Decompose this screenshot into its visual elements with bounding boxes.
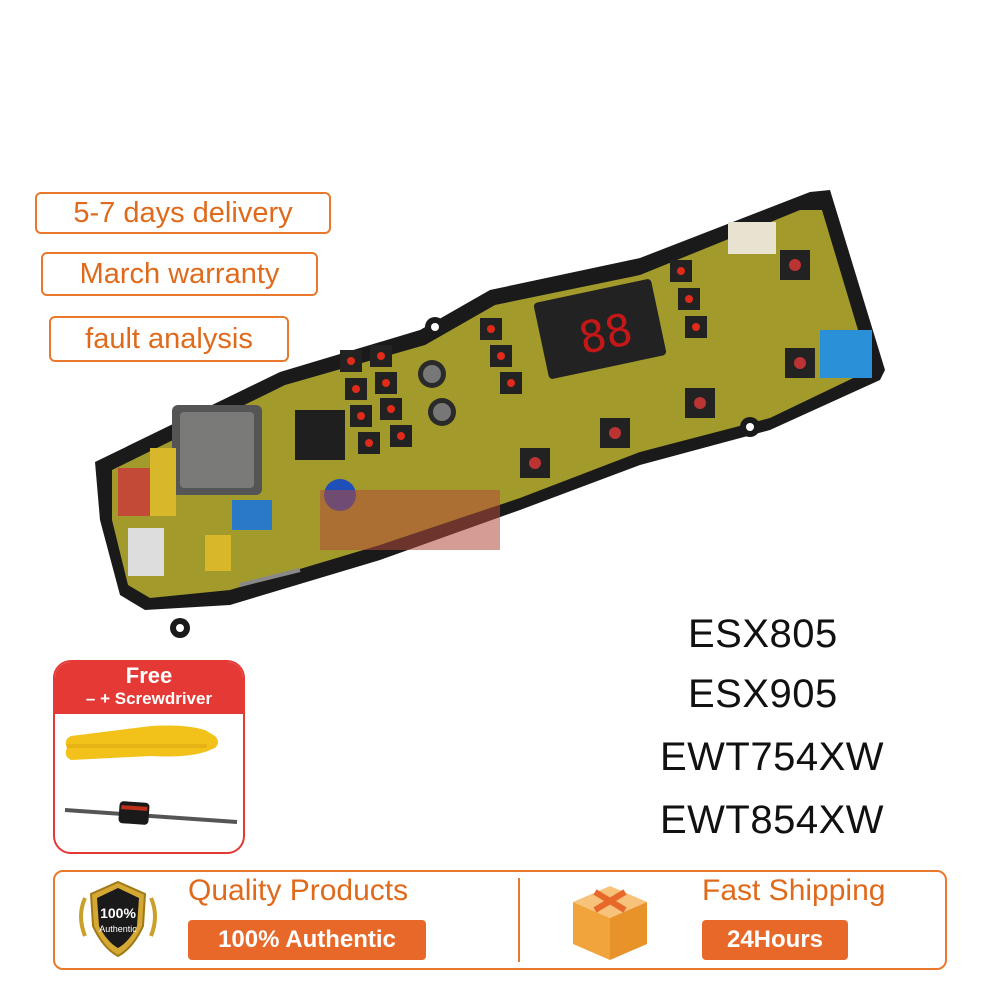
delivery-badge: 5-7 days delivery <box>35 192 331 234</box>
fault-analysis-badge: fault analysis <box>49 316 289 362</box>
seal-label: Authentic <box>99 924 137 934</box>
screwdriver-icon <box>64 725 238 825</box>
circuit-board-image: 88 <box>95 190 885 638</box>
led-display <box>533 279 667 379</box>
model-number: ESX805 <box>688 612 838 656</box>
free-screwdriver-promo: Free – + Screwdriver <box>53 660 245 854</box>
seal-percent: 100% <box>100 905 136 921</box>
tactile-switches <box>520 250 815 478</box>
promo-title: Free <box>125 663 173 688</box>
authentic-seal-icon: 100% Authentic <box>79 880 157 958</box>
quality-title: Quality Products <box>188 874 409 907</box>
divider <box>518 878 520 962</box>
promo-header: Free – + Screwdriver <box>55 662 243 714</box>
model-number: ESX905 <box>688 672 838 716</box>
shipping-pill: 24Hours <box>702 920 848 960</box>
model-number: EWT754XW <box>660 735 885 779</box>
connector-white-left <box>128 528 164 576</box>
connector-blue-left <box>232 500 272 530</box>
feature-banner: 100% Authentic Quality Products 100% Aut… <box>53 870 947 970</box>
connector-white-right <box>728 222 776 254</box>
shipping-title: Fast Shipping <box>702 874 886 907</box>
model-number: EWT854XW <box>660 798 885 842</box>
promo-subtitle: – + Screwdriver <box>85 689 213 708</box>
shipping-box-icon <box>573 886 647 960</box>
display-digits: 88 <box>575 304 637 365</box>
warranty-badge: March warranty <box>41 252 318 296</box>
connector-blue-right <box>820 330 872 378</box>
authentic-pill: 100% Authentic <box>188 920 426 960</box>
connector-red <box>118 468 156 516</box>
